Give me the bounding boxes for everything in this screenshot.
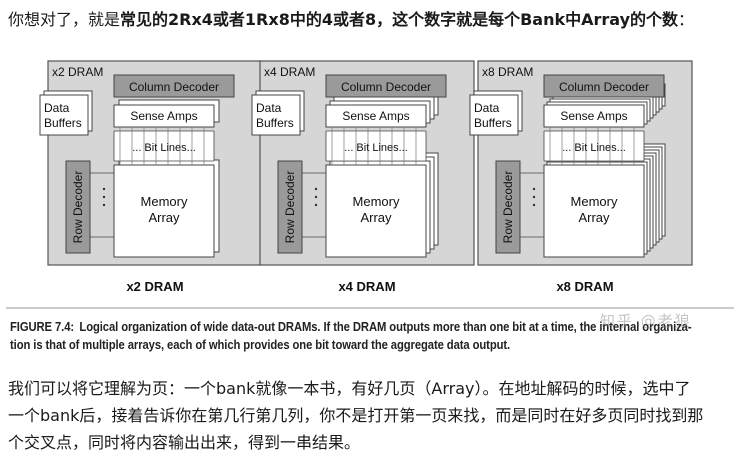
panel-2-word-line-dot bbox=[314, 187, 318, 191]
panel-3-data-buffers bbox=[469, 94, 519, 136]
panel-1-row-decoder-label: Row Decoder bbox=[71, 171, 85, 244]
zhihu-watermark: 知乎 @老狼 bbox=[600, 312, 692, 330]
panel-3-caption: x8 DRAM bbox=[556, 279, 613, 294]
panel-2-bit-lines-box bbox=[325, 130, 427, 162]
panel-3-word-line-dot bbox=[532, 195, 536, 199]
panel-1-memory-array-label-2: Array bbox=[148, 210, 180, 225]
panel-1-data-buffers-label-2: Buffers bbox=[44, 116, 82, 130]
explanation-line-3: 个交叉点，同时将内容输出出来，得到一串结果。 bbox=[8, 433, 361, 452]
figure-caption-label: FIGURE 7.4: bbox=[10, 320, 75, 334]
panel-2-memory-array-label-1: Memory bbox=[353, 194, 400, 209]
intro-text-after: ： bbox=[678, 10, 695, 29]
panel-2-bit-lines-label: ... Bit Lines... bbox=[344, 142, 408, 154]
panel-2-data-buffers-label-2: Buffers bbox=[256, 116, 294, 130]
panel-3-data-buffers-label-1: Data bbox=[474, 101, 500, 115]
panel-3-corner-label: x8 DRAM bbox=[482, 65, 533, 79]
panel-1-word-line-dot bbox=[102, 187, 106, 191]
panel-3-sense-amps-label: Sense Amps bbox=[560, 109, 627, 123]
intro-text-before: 你想对了，就是 bbox=[8, 10, 121, 29]
dram-diagram-svg: x2 DRAM ... Bit Lines... Column DecoderSen… bbox=[6, 60, 734, 309]
panel-2-row-decoder-label: Row Decoder bbox=[283, 171, 297, 244]
panel-2-caption: x4 DRAM bbox=[338, 279, 395, 294]
panel-3-bit-lines-box bbox=[543, 130, 645, 162]
panel-1-column-decoder bbox=[113, 74, 235, 98]
panel-1-bit-lines-box bbox=[113, 130, 215, 162]
panel-3-memory-array-label-1: Memory bbox=[571, 194, 618, 209]
panel-3-data-buffers-label-2: Buffers bbox=[474, 116, 512, 130]
panel-1-word-line-dot bbox=[102, 195, 106, 199]
intro-paragraph: 你想对了，就是常见的2Rx4或者1Rx8中的4或者8，这个数字就是每个Bank中… bbox=[8, 8, 734, 32]
panel-2-column-decoder bbox=[325, 74, 447, 98]
intro-bold-text: 常见的2Rx4或者1Rx8中的4或者8，这个数字就是每个Bank中Array的个… bbox=[120, 10, 679, 29]
explanation-paragraph: 我们可以将它理解为页：一个bank就像一本书，有好几页（Array）。在地址解码… bbox=[8, 375, 732, 456]
panel-2-corner-label: x4 DRAM bbox=[264, 65, 315, 79]
panel-3-memory-array-layer-1 bbox=[543, 164, 645, 258]
panel-1-corner-label: x2 DRAM bbox=[52, 65, 103, 79]
panel-3-column-decoder bbox=[543, 74, 665, 98]
panel-2-word-line-dot bbox=[314, 195, 318, 199]
figure-caption-line-1: FIGURE 7.4: Logical organization of wide … bbox=[10, 318, 692, 336]
panel-2-sense-amps-label: Sense Amps bbox=[342, 109, 409, 123]
explanation-line-2: 一个bank后，接着告诉你在第几行第几列，你不是打开第一页来找，而是同时在好多页… bbox=[8, 406, 704, 425]
panel-3-word-line-dot bbox=[532, 187, 536, 191]
panel-1-sense-amps-label: Sense Amps bbox=[130, 109, 197, 123]
panel-2-word-line-dot bbox=[314, 203, 318, 207]
panel-2-data-buffers-label-1: Data bbox=[256, 101, 282, 115]
panel-1-column-decoder-label: Column Decoder bbox=[129, 80, 219, 94]
panel-3-row-decoder-label: Row Decoder bbox=[501, 171, 515, 244]
panel-3-row-decoder bbox=[495, 160, 521, 254]
panel-1-memory-array-layer-1 bbox=[113, 164, 215, 258]
figure-caption-line-2: tion is that of multiple arrays, each of… bbox=[10, 338, 511, 352]
panel-3-word-line-dot bbox=[532, 203, 536, 207]
panel-2-memory-array-layer-1 bbox=[325, 164, 427, 258]
panel-2-column-decoder-label: Column Decoder bbox=[341, 80, 431, 94]
panel-3-sense-amps-layer-1 bbox=[543, 104, 645, 128]
panel-3-bit-lines-label: ... Bit Lines... bbox=[562, 142, 626, 154]
figure-caption-text-1: Logical organization of wide data-out DR… bbox=[79, 320, 692, 334]
panel-1-row-decoder bbox=[65, 160, 91, 254]
panel-3-memory-array-label-2: Array bbox=[578, 210, 610, 225]
panel-2-row-decoder bbox=[277, 160, 303, 254]
panel-1-caption: x2 DRAM bbox=[126, 279, 183, 294]
panel-1-data-buffers bbox=[39, 94, 89, 136]
explanation-line-1: 我们可以将它理解为页：一个bank就像一本书，有好几页（Array）。在地址解码… bbox=[8, 379, 691, 398]
panel-2-sense-amps-layer-1 bbox=[325, 104, 427, 128]
panel-2-data-buffers bbox=[251, 94, 301, 136]
panel-1-sense-amps-layer-1 bbox=[113, 104, 215, 128]
panel-1-data-buffers-label-1: Data bbox=[44, 101, 70, 115]
panel-1-bit-lines-label: ... Bit Lines... bbox=[132, 142, 196, 154]
panel-1-word-line-dot bbox=[102, 203, 106, 207]
panel-2-memory-array-label-2: Array bbox=[360, 210, 392, 225]
panel-3-column-decoder-label: Column Decoder bbox=[559, 80, 649, 94]
figure-caption: FIGURE 7.4: Logical organization of wide … bbox=[10, 318, 692, 354]
panel-1-memory-array-label-1: Memory bbox=[141, 194, 188, 209]
